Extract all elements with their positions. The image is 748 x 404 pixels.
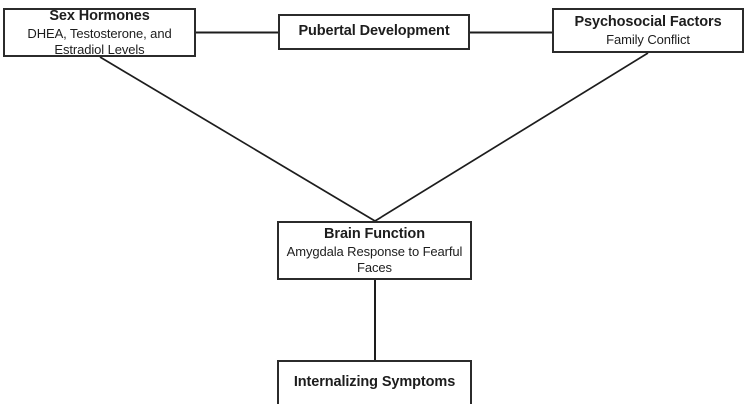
node-psychosocial-factors-title: Psychosocial Factors [574, 13, 722, 30]
node-psychosocial-factors: Psychosocial Factors Family Conflict [552, 8, 744, 53]
edge-sex-hormones-to-brain-function [99, 56, 376, 222]
node-brain-function: Brain Function Amygdala Response to Fear… [277, 221, 472, 280]
node-psychosocial-factors-subtitle: Family Conflict [606, 31, 690, 47]
node-sex-hormones-subtitle: DHEA, Testosterone, and Estradiol Levels [27, 25, 172, 57]
node-brain-function-subtitle: Amygdala Response to Fearful Faces [286, 243, 463, 275]
node-pubertal-development-title: Pubertal Development [298, 23, 450, 40]
edge-psychosocial-to-brain-function [374, 52, 649, 222]
node-internalizing-symptoms: Internalizing Symptoms [277, 360, 472, 404]
node-sex-hormones-title: Sex Hormones [49, 7, 150, 24]
node-sex-hormones: Sex Hormones DHEA, Testosterone, and Est… [3, 8, 196, 57]
node-internalizing-symptoms-title: Internalizing Symptoms [293, 374, 456, 391]
node-pubertal-development: Pubertal Development [278, 14, 470, 50]
node-brain-function-title: Brain Function [324, 225, 425, 242]
